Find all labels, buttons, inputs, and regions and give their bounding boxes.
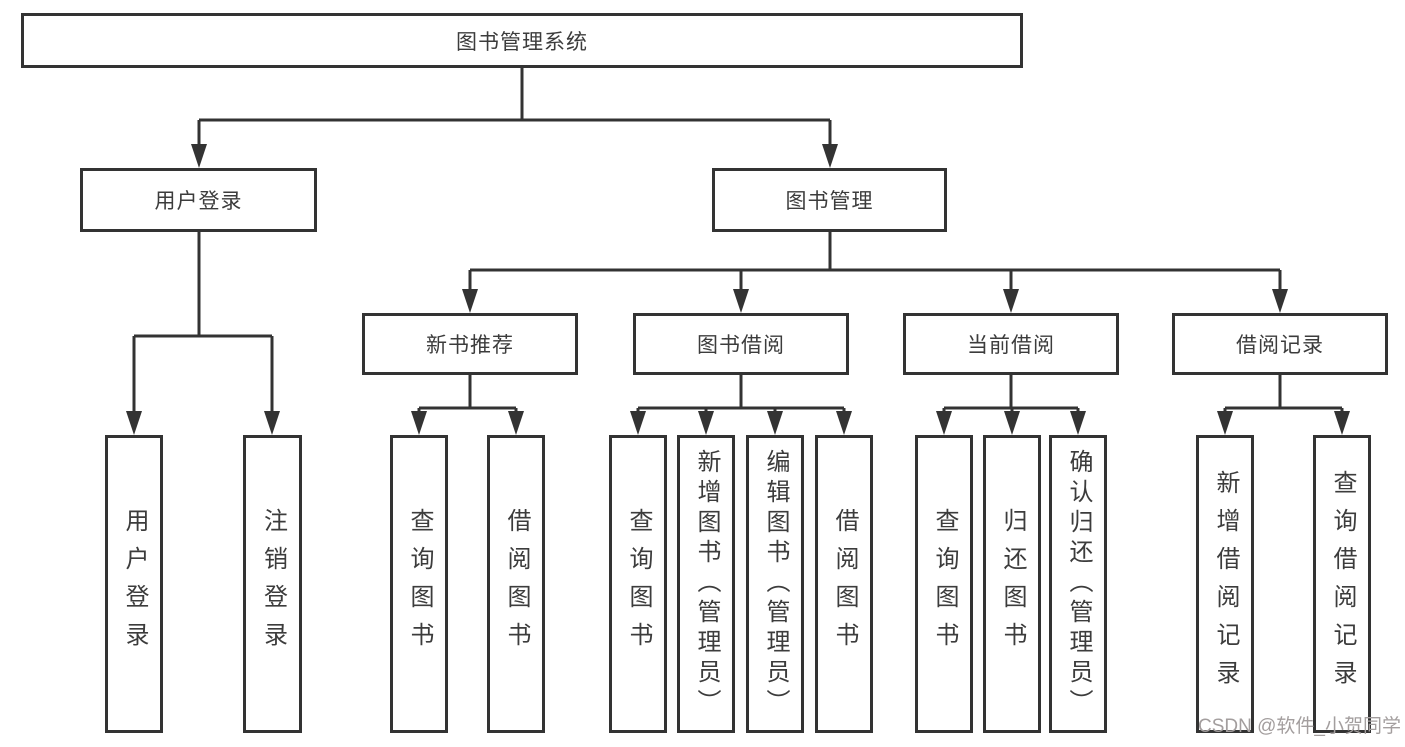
leaf-edit-books-admin: 编辑图书（管理员） bbox=[746, 435, 804, 733]
leaf-user-login: 用户登录 bbox=[105, 435, 163, 733]
leaf-add-books-admin: 新增图书（管理员） bbox=[677, 435, 735, 733]
leaf-query-books-borrow-label: 查询图书 bbox=[625, 508, 652, 660]
leaf-borrow-books-label: 借阅图书 bbox=[831, 508, 858, 660]
arrowheads bbox=[126, 144, 1350, 435]
node-borrow-record-label: 借阅记录 bbox=[1236, 334, 1324, 357]
node-user-login: 用户登录 bbox=[80, 168, 317, 232]
leaf-query-borrow-record: 查询借阅记录 bbox=[1313, 435, 1371, 733]
leaf-add-borrow-record-label: 新增借阅记录 bbox=[1212, 470, 1239, 698]
leaf-logout: 注销登录 bbox=[243, 435, 302, 733]
leaf-query-books-recommend: 查询图书 bbox=[390, 435, 448, 733]
leaf-borrow-books-recommend-label: 借阅图书 bbox=[503, 508, 530, 660]
node-book-borrow: 图书借阅 bbox=[633, 313, 849, 375]
node-root-label: 图书管理系统 bbox=[456, 30, 588, 54]
leaf-user-login-label: 用户登录 bbox=[121, 508, 148, 660]
leaf-query-books-current: 查询图书 bbox=[915, 435, 973, 733]
node-user-login-label: 用户登录 bbox=[154, 190, 243, 213]
leaf-query-books-borrow: 查询图书 bbox=[609, 435, 667, 733]
leaf-query-books-recommend-label: 查询图书 bbox=[406, 508, 433, 660]
leaf-logout-label: 注销登录 bbox=[259, 508, 287, 660]
leaf-add-borrow-record: 新增借阅记录 bbox=[1196, 435, 1254, 733]
node-current-borrow-label: 当前借阅 bbox=[967, 334, 1055, 357]
leaf-query-borrow-record-label: 查询借阅记录 bbox=[1329, 470, 1356, 698]
node-book-borrow-label: 图书借阅 bbox=[697, 334, 785, 357]
leaf-confirm-return-admin: 确认归还（管理员） bbox=[1049, 435, 1107, 733]
leaf-confirm-return-admin-label: 确认归还（管理员） bbox=[1065, 449, 1092, 719]
node-book-management: 图书管理 bbox=[712, 168, 947, 232]
leaf-query-books-current-label: 查询图书 bbox=[931, 508, 958, 660]
csdn-watermark: CSDN @软件_小贺同学 bbox=[1198, 716, 1401, 737]
node-current-borrow: 当前借阅 bbox=[903, 313, 1119, 375]
node-new-book-recommend-label: 新书推荐 bbox=[426, 334, 514, 357]
node-book-management-label: 图书管理 bbox=[785, 190, 874, 213]
leaf-borrow-books: 借阅图书 bbox=[815, 435, 873, 733]
node-new-book-recommend: 新书推荐 bbox=[362, 313, 578, 375]
leaf-edit-books-admin-label: 编辑图书（管理员） bbox=[762, 449, 789, 719]
node-borrow-record: 借阅记录 bbox=[1172, 313, 1388, 375]
node-root: 图书管理系统 bbox=[21, 13, 1023, 68]
leaf-return-books-label: 归还图书 bbox=[999, 508, 1026, 660]
leaf-return-books: 归还图书 bbox=[983, 435, 1041, 733]
leaf-add-books-admin-label: 新增图书（管理员） bbox=[693, 449, 720, 719]
leaf-borrow-books-recommend: 借阅图书 bbox=[487, 435, 545, 733]
